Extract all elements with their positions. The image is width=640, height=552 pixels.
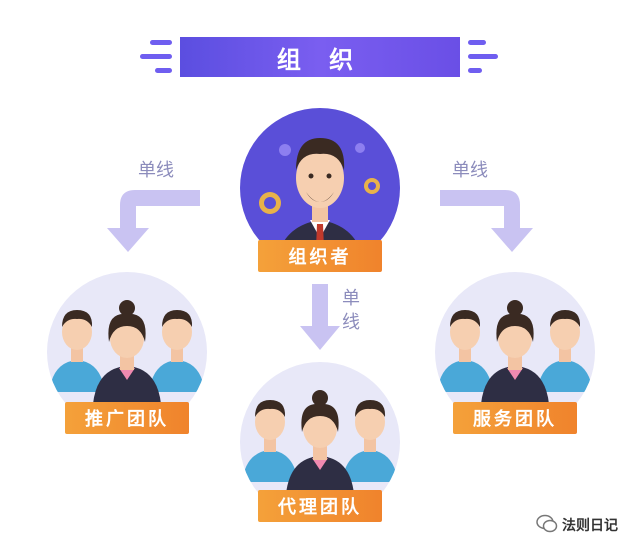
right-arrow-icon [440, 190, 533, 252]
right-link-label: 单线 [452, 160, 488, 181]
team-label-mid: 代理团队 [258, 490, 382, 522]
banner-dash [140, 54, 172, 59]
banner-dash [150, 40, 172, 45]
mid-link-label-top: 单 [342, 288, 360, 309]
mid-link-label-bottom: 线 [342, 312, 360, 333]
organizer-label: 组织者 [258, 240, 382, 272]
banner-dash [468, 54, 498, 59]
team-people-icon [49, 300, 205, 404]
banner-dash [155, 68, 172, 73]
team-people-icon [242, 390, 398, 494]
footer-watermark-text: 法则日记 [562, 518, 618, 534]
title-banner: 组 织 [180, 37, 460, 77]
mid-arrow-icon [300, 284, 340, 350]
team-label-right: 服务团队 [453, 402, 577, 434]
banner-dash [468, 68, 482, 73]
left-arrow-icon [107, 190, 200, 252]
wechat-icon [536, 514, 558, 533]
left-link-label: 单线 [138, 160, 174, 181]
team-label-left: 推广团队 [65, 402, 189, 434]
banner-dash [468, 40, 486, 45]
team-people-icon [437, 300, 593, 404]
